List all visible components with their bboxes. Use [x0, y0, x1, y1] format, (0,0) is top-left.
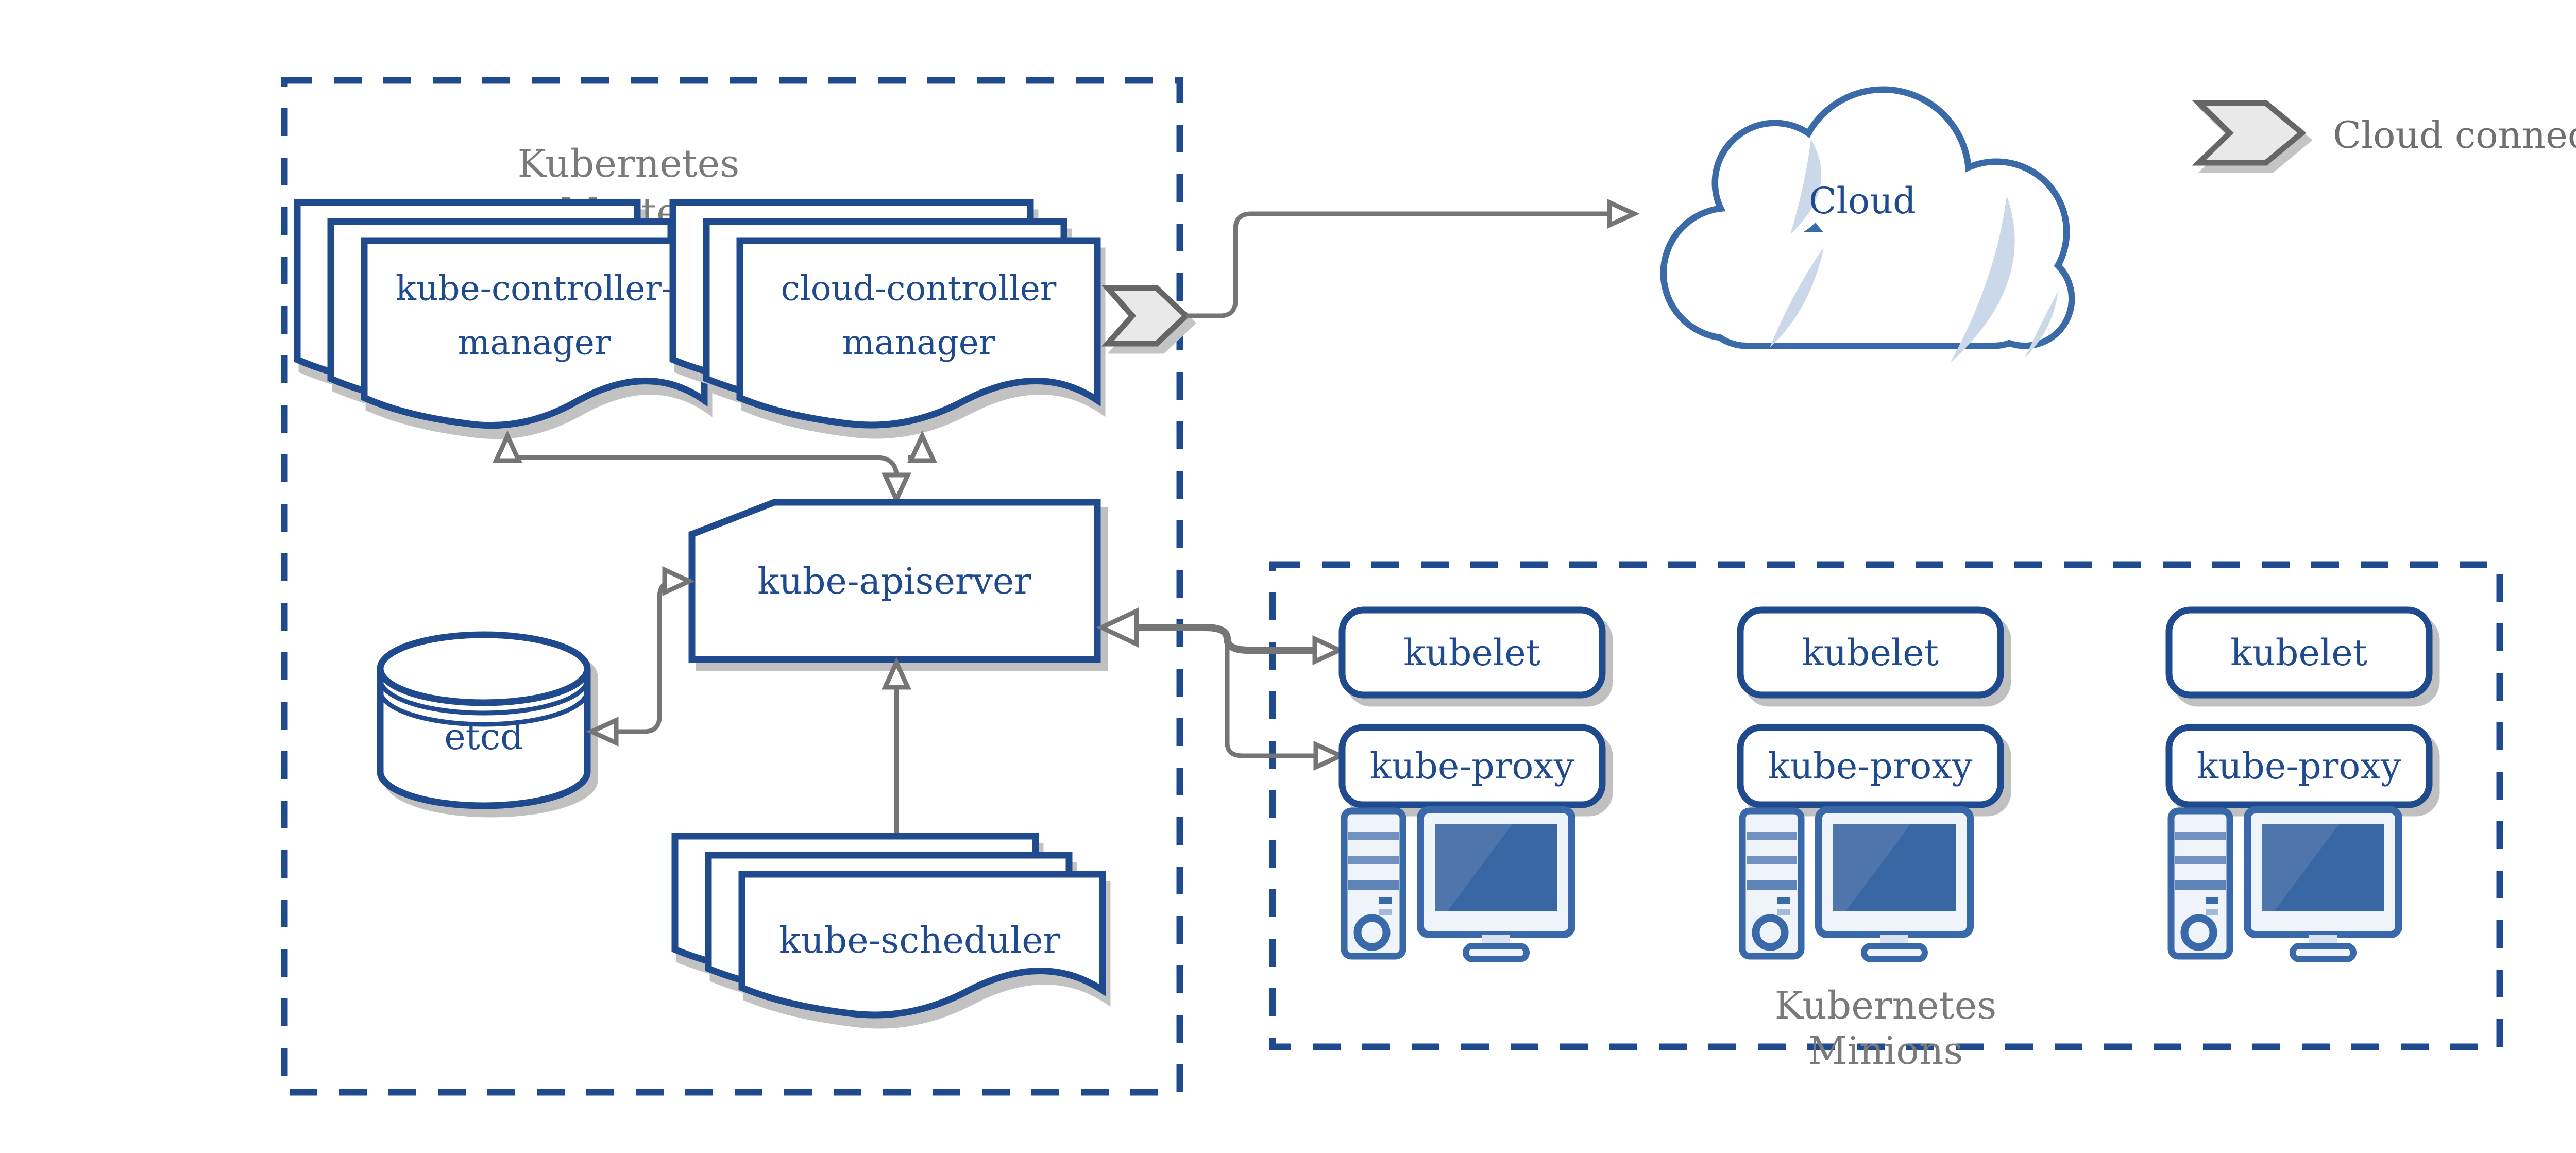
minion-column: kubelet kube-proxy: [2165, 606, 2433, 962]
master-title-line1: Kubernetes: [518, 142, 740, 186]
cloud-label: Cloud: [1809, 180, 1916, 222]
arrowhead-right-icon: [1313, 740, 1346, 771]
cylinder-body-icon: [377, 669, 591, 809]
cloud-controller-manager-label-line2: manager: [842, 323, 995, 363]
apiserver-to-minions-connector: [1096, 607, 1346, 771]
kube-proxy-box: [1338, 724, 1606, 808]
kube-proxy-box: [2165, 724, 2433, 808]
arrowhead-up-icon: [881, 657, 912, 690]
arrowhead-left-icon: [1096, 607, 1139, 648]
arrowhead-up-icon: [907, 430, 938, 463]
cloud-connector-legend-icon: [2192, 100, 2307, 166]
kube-proxy-label: kube-proxy: [2197, 745, 2401, 787]
kube-controller-manager-node: kube-controller- manager: [294, 199, 708, 429]
kube-controller-manager-label-line1: kube-controller-: [396, 269, 673, 309]
arrowhead-right-icon: [1312, 635, 1345, 666]
document-page-icon: [738, 871, 1106, 1019]
arrowhead-right-icon: [662, 566, 695, 597]
arrowhead-up-icon: [492, 430, 523, 463]
cloud-connector-icon: [1101, 285, 1190, 347]
arrowhead-left-icon: [586, 716, 619, 747]
cylinder-ring-icon: [378, 690, 590, 727]
cloud-highlight-icon: [1770, 139, 2058, 363]
kube-scheduler-label: kube-scheduler: [779, 919, 1061, 961]
minions-title-line1: Kubernetes: [1775, 984, 1997, 1028]
kube-proxy-box: [1737, 724, 2004, 808]
cloud-controller-manager-label-line1: cloud-controller: [781, 269, 1057, 309]
arrowhead-right-icon: [1607, 198, 1640, 229]
minions-zone-border: [1269, 561, 2503, 1050]
minions-title-line2: Minions: [1808, 1029, 1963, 1073]
computer-icon: [1341, 806, 1575, 962]
arrowhead-down-icon: [881, 472, 912, 505]
etcd-apiserver-connector: [586, 566, 695, 747]
document-page-icon: [736, 237, 1101, 429]
minion-column: kubelet kube-proxy: [1737, 606, 2004, 962]
etcd-label: etcd: [444, 716, 523, 758]
kubelet-box: [1737, 606, 2004, 699]
kube-proxy-label: kube-proxy: [1768, 745, 1973, 787]
legend-label: Cloud connector: [2333, 113, 2576, 157]
minion-column: kubelet kube-proxy: [1338, 606, 1606, 962]
cylinder-ring-icon: [378, 679, 590, 716]
cylinder-top-icon: [377, 631, 591, 706]
kubelet-box: [1338, 606, 1606, 699]
cloud-controller-manager-node: cloud-controller manager: [669, 199, 1101, 429]
kubelet-label: kubelet: [1403, 632, 1540, 674]
computer-icon: [1739, 806, 1974, 962]
kubelet-label: kubelet: [2230, 632, 2367, 674]
card-shape-icon: [688, 499, 1101, 663]
master-to-cloud-connector: [1186, 198, 1640, 318]
master-zone-border: [281, 77, 1183, 1096]
kube-proxy-label: kube-proxy: [1370, 745, 1574, 787]
cloud-node: Cloud: [1660, 86, 2075, 363]
document-page-icon: [361, 237, 708, 429]
kubelet-label: kubelet: [1802, 632, 1939, 674]
controllers-to-apiserver-connector: [492, 430, 938, 505]
kube-controller-manager-label-line2: manager: [458, 323, 611, 363]
kube-apiserver-label: kube-apiserver: [757, 560, 1031, 602]
kube-scheduler-node: kube-scheduler: [671, 833, 1106, 1019]
legend: Cloud connector: [2192, 100, 2576, 166]
computer-icon: [2167, 806, 2402, 962]
etcd-node: etcd: [377, 631, 591, 809]
kube-apiserver-node: kube-apiserver: [688, 499, 1101, 663]
kubelet-box: [2165, 606, 2433, 699]
